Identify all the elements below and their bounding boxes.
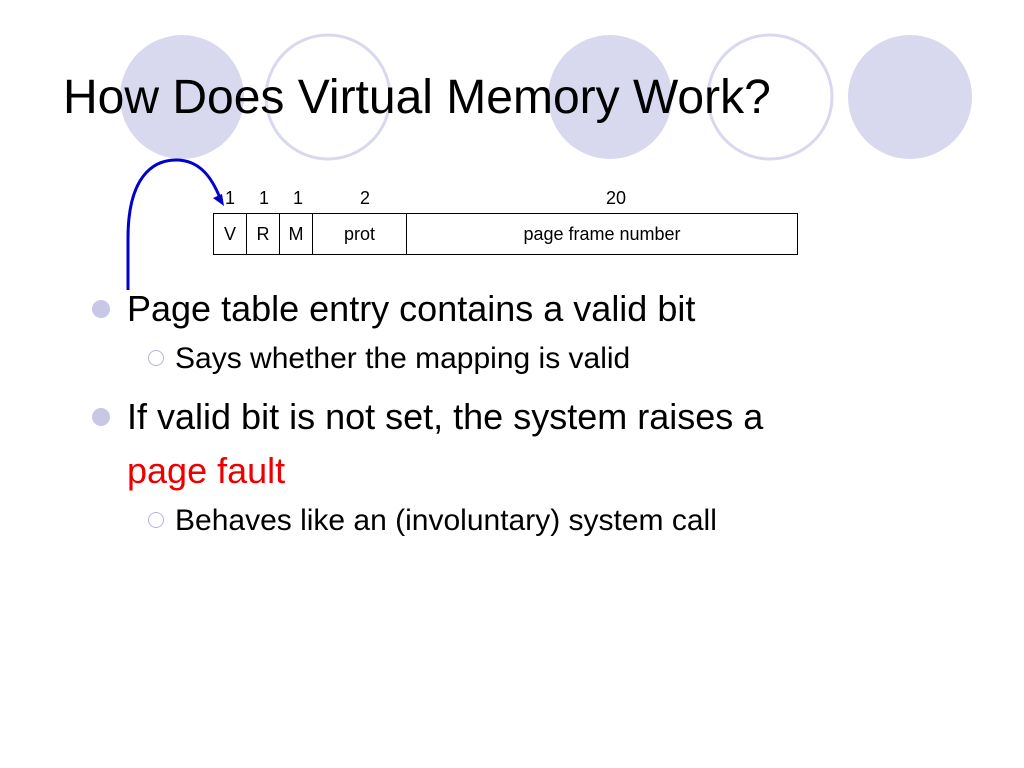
bullet-text: Page table entry contains a valid bit — [127, 288, 696, 329]
sub-bullet-item: Behaves like an (involuntary) system cal… — [90, 498, 990, 544]
field-referenced: R — [246, 213, 280, 255]
bit-width-r: 1 — [258, 188, 269, 208]
sub-bullet-item: Says whether the mapping is valid — [90, 336, 990, 382]
bullet-ring-icon — [148, 512, 164, 528]
field-valid: V — [213, 213, 247, 255]
page-table-entry-diagram: V R M prot page frame number — [213, 213, 798, 255]
bullet-item: If valid bit is not set, the system rais… — [90, 390, 990, 498]
field-page-frame-number: page frame number — [406, 213, 798, 255]
bullet-dot-icon — [92, 408, 110, 426]
sub-bullet-text: Says whether the mapping is valid — [175, 342, 631, 375]
highlight-text: page fault — [127, 450, 286, 491]
bullet-dot-icon — [92, 300, 110, 318]
filled-circle — [848, 35, 972, 159]
filled-circle — [548, 35, 672, 159]
outline-circle — [264, 33, 392, 161]
sub-bullet-text: Behaves like an (involuntary) system cal… — [175, 504, 717, 537]
field-protection: prot — [312, 213, 407, 255]
valid-bit-arrow — [126, 158, 222, 290]
bullet-text: If valid bit is not set, the system rais… — [127, 396, 764, 437]
slide-title: How Does Virtual Memory Work? — [63, 71, 771, 124]
bit-width-v: 1 — [224, 188, 235, 208]
filled-circle — [120, 35, 244, 159]
outline-circle — [706, 33, 834, 161]
field-modified: M — [279, 213, 313, 255]
bullet-list: Page table entry contains a valid bit Sa… — [90, 282, 990, 552]
bullet-item: Page table entry contains a valid bit — [90, 282, 990, 336]
bit-width-prot: 2 — [359, 188, 370, 208]
bullet-ring-icon — [148, 350, 164, 366]
bit-width-m: 1 — [292, 188, 303, 208]
arrow-head-icon — [213, 194, 224, 206]
bit-width-pfn: 20 — [605, 188, 627, 208]
